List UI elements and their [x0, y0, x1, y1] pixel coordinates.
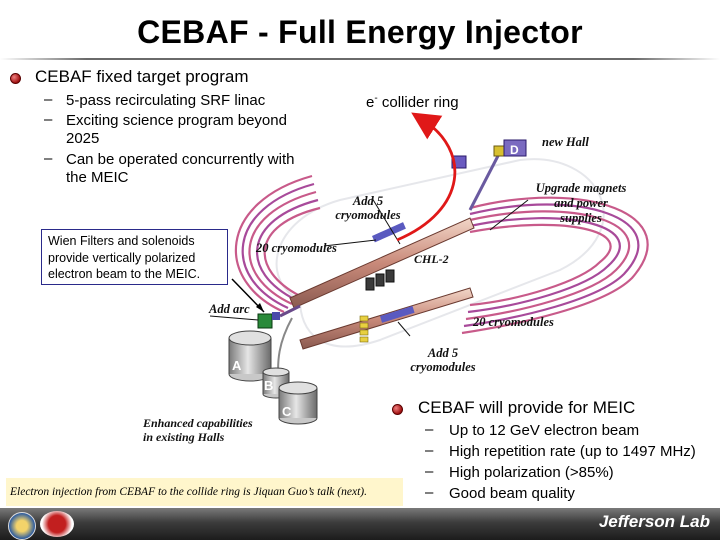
upgrade-magnets-label: Upgrade magnets and power supplies [532, 181, 630, 226]
page-title: CEBAF - Full Energy Injector [137, 14, 583, 50]
wien-line-1: Wien Filters and solenoids [48, 234, 195, 248]
right-item-4: Good beam quality [449, 485, 575, 502]
hall-d-letter: D [510, 143, 519, 157]
right-item-2: High repetition rate (up to 1497 MHz) [449, 443, 696, 460]
title-divider [0, 58, 720, 60]
new-hall-label: new Hall [542, 135, 589, 149]
left-item-1: 5-pass recirculating SRF linac [66, 92, 266, 109]
add5-top-line-1: Add 5 [352, 194, 384, 208]
left-item-3-line2: the MEIC [66, 169, 129, 186]
wien-line-2: provide vertically polarized [48, 250, 196, 265]
left-item-2-line2: 2025 [66, 130, 100, 147]
collider-prefix: e [366, 94, 375, 111]
footer-bar [0, 508, 720, 540]
add5-top-label: Add 5 cryomodules [334, 194, 402, 222]
hall-a [228, 330, 272, 382]
add5-bottom-line-2: cryomodules [410, 360, 476, 374]
dash-marker: – [44, 150, 53, 167]
bullet-icon [392, 404, 403, 415]
hall-b-letter: B [264, 378, 273, 393]
enhanced-capabilities-label: Enhanced capabilities in existing Halls [143, 416, 253, 444]
wien-line-3: electron beam to the MEIC. [48, 267, 201, 281]
dash-marker: – [44, 91, 53, 108]
left-heading: CEBAF fixed target program [35, 67, 249, 86]
collider-arrow [396, 112, 457, 242]
enhanced-line-2: in existing Halls [143, 430, 225, 444]
dash-marker: – [425, 484, 434, 501]
dash-marker: – [425, 463, 434, 480]
add5-bottom-label: Add 5 cryomodules [406, 346, 480, 374]
collider-superscript: - [374, 93, 378, 104]
doe-seal-icon [8, 512, 36, 540]
injection-caption: Electron injection from CEBAF to the col… [6, 478, 403, 506]
left-item-2-line1: Exciting science program beyond [66, 112, 287, 129]
hall-c-letter: C [282, 404, 292, 419]
right-item-3: High polarization (>85%) [449, 464, 614, 481]
right-arcs [461, 196, 649, 335]
collider-ring-label: e- collider ring [366, 93, 459, 111]
north-linac [289, 217, 475, 309]
left-arcs [234, 174, 321, 314]
label-pointers [209, 197, 529, 337]
racetrack-shadow [275, 158, 605, 348]
magnet-stack [359, 315, 369, 343]
hall-a-letter: A [232, 358, 242, 373]
right-heading: CEBAF will provide for MEIC [418, 398, 636, 417]
add5-bottom-line-1: Add 5 [427, 346, 459, 360]
left-item-3-line1: Can be operated concurrently with [66, 151, 295, 168]
dash-marker: – [425, 442, 434, 459]
chl2-label: CHL-2 [414, 252, 449, 266]
add-arc-label: Add arc [209, 302, 250, 316]
dash-marker: – [44, 111, 53, 128]
wien-filter-note: Wien Filters and solenoids provide verti… [41, 229, 228, 285]
collider-suffix: collider ring [377, 94, 459, 111]
right-item-1: Up to 12 GeV electron beam [449, 422, 640, 439]
jefferson-lab-logo: Jefferson Lab [598, 512, 710, 531]
add5-top-line-2: cryomodules [335, 208, 401, 222]
injector-block [257, 304, 301, 329]
jsa-logo-icon [40, 511, 74, 537]
chl2-boxes [365, 269, 395, 291]
cryomodules-right-label: 20 cryomodules [473, 315, 554, 329]
cryomodules-left-label: 20 cryomodules [256, 241, 337, 255]
dash-marker: – [425, 421, 434, 438]
bullet-icon [10, 73, 21, 84]
hall-c [278, 381, 318, 425]
upgrade-line-2: and power [554, 196, 608, 210]
upgrade-line-3: supplies [560, 211, 602, 225]
enhanced-line-1: Enhanced capabilities [143, 416, 253, 430]
upgrade-line-1: Upgrade magnets [535, 181, 627, 195]
